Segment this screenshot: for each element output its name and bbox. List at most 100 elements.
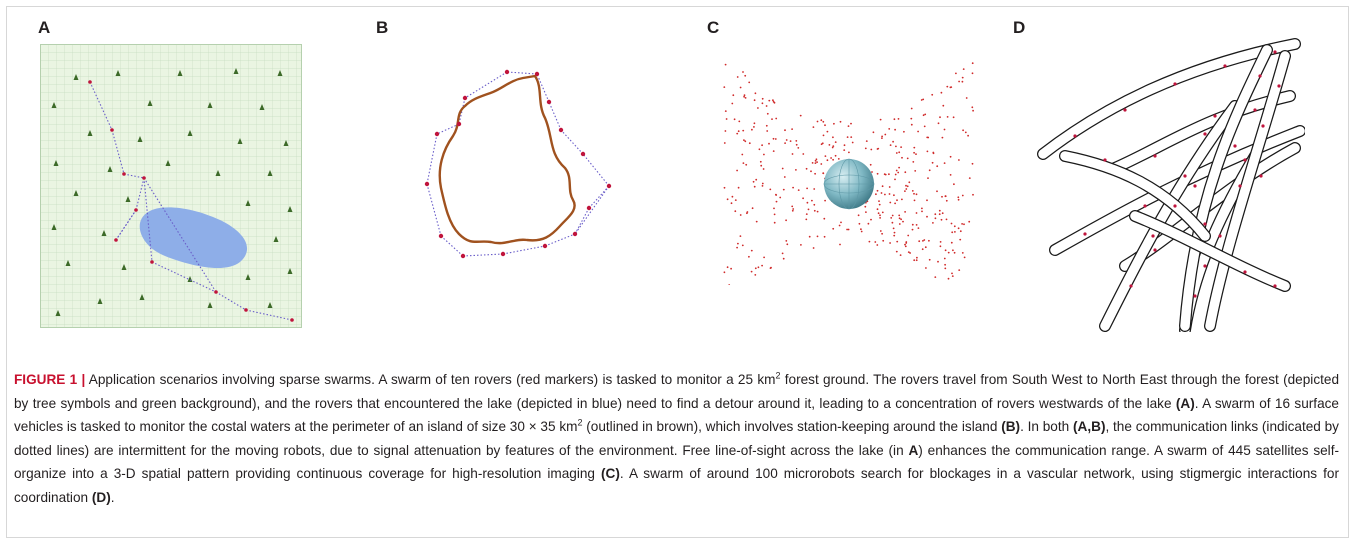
satellite-dot: [811, 162, 814, 164]
satellite-dot: [893, 118, 896, 121]
satellite-dot: [865, 140, 868, 142]
tree-icon: [215, 170, 221, 176]
satellite-dot: [731, 102, 734, 105]
satellite-dot: [816, 120, 819, 123]
satellite-dot: [789, 140, 792, 142]
vehicle-marker: [500, 251, 506, 257]
satellite-dot: [847, 125, 850, 127]
satellite-dot: [785, 240, 788, 242]
satellite-dot: [921, 207, 923, 210]
satellite-dot: [730, 202, 733, 205]
satellite-dot: [971, 72, 974, 75]
satellite-dot: [754, 92, 757, 95]
satellite-dot: [773, 213, 776, 216]
satellite-dot: [959, 238, 962, 241]
satellite-dot: [881, 185, 884, 188]
satellite-dot: [750, 270, 753, 273]
tree-icon: [51, 224, 57, 230]
rover-marker: [244, 308, 248, 312]
satellite-dot: [763, 153, 765, 156]
satellite-dot: [958, 159, 960, 161]
satellite-dot: [946, 116, 949, 118]
satellite-dot: [742, 71, 744, 73]
satellite-dot: [928, 239, 930, 242]
figure-caption: FIGURE 1 | Application scenarios involvi…: [14, 370, 1340, 505]
satellite-dot: [723, 86, 726, 88]
satellite-dot: [751, 207, 754, 210]
panel-letter-a: A: [38, 18, 51, 37]
microrobot-marker: [1073, 134, 1077, 138]
vessel-lumen: [1038, 39, 1300, 159]
microrobot-marker: [1203, 132, 1207, 136]
satellites: [723, 62, 974, 285]
satellite-dot: [915, 212, 918, 214]
microrobot-marker: [1258, 74, 1262, 78]
satellite-dot: [743, 139, 745, 141]
satellite-dot: [951, 275, 954, 277]
link-line: [436, 123, 460, 135]
satellite-dot: [917, 130, 919, 133]
satellite-dot: [724, 110, 727, 112]
satellite-dot: [921, 248, 924, 251]
satellite-dot: [902, 220, 904, 223]
satellite-dot: [810, 170, 812, 173]
satellite-dot: [901, 198, 903, 201]
satellite-dot: [781, 252, 784, 255]
link-line: [548, 101, 562, 131]
link-line: [115, 209, 137, 241]
satellite-dot: [765, 124, 768, 127]
satellite-dot: [950, 241, 953, 244]
satellite-dot: [943, 128, 946, 131]
panel-b-island: [424, 69, 612, 259]
tree-icon: [283, 140, 289, 146]
microrobot-marker: [1253, 108, 1257, 112]
satellite-dot: [860, 230, 863, 233]
satellite-dot: [957, 198, 960, 201]
satellite-dot: [726, 198, 729, 201]
satellite-dot: [763, 256, 765, 259]
satellite-dot: [883, 173, 886, 176]
link-line: [574, 207, 590, 235]
satellite-dot: [934, 276, 937, 278]
satellite-dot: [772, 137, 775, 140]
satellite-dot: [962, 68, 965, 70]
vehicle-marker: [504, 69, 510, 75]
satellite-dot: [786, 243, 789, 246]
satellite-dot: [972, 193, 974, 196]
satellite-dot: [772, 99, 774, 102]
tree-icon: [73, 190, 79, 196]
satellite-dot: [892, 227, 895, 230]
satellite-dot: [823, 235, 826, 238]
satellite-dot: [961, 194, 964, 197]
satellite-dot: [890, 217, 893, 219]
satellite-dot: [783, 176, 786, 178]
satellite-dot: [774, 138, 777, 140]
microrobot-marker: [1193, 294, 1197, 298]
satellite-dot: [726, 266, 729, 269]
satellite-dot: [761, 144, 763, 147]
satellite-dot: [893, 234, 896, 237]
tree-icon: [267, 302, 273, 308]
satellite-dot: [894, 128, 896, 131]
microrobot-marker: [1218, 234, 1222, 238]
satellite-dot: [915, 259, 918, 262]
satellite-dot: [814, 162, 817, 164]
satellite-dot: [912, 161, 915, 163]
satellite-dot: [879, 217, 881, 219]
communication-links: [89, 81, 293, 321]
satellite-dot: [750, 249, 753, 252]
satellite-dot: [736, 76, 739, 78]
satellite-dot: [958, 80, 960, 83]
satellite-dot: [761, 97, 764, 100]
tree-icon: [245, 200, 251, 206]
tree-icon: [51, 102, 57, 108]
satellite-dot: [724, 130, 727, 132]
panel-d-vascular-network: [1037, 38, 1305, 332]
satellite-dot: [911, 223, 914, 226]
satellite-dot: [904, 243, 906, 246]
rover-marker: [134, 208, 138, 212]
link-line: [536, 73, 550, 103]
link-line: [143, 177, 153, 263]
microrobot-marker: [1153, 248, 1157, 252]
satellite-dot: [753, 185, 756, 188]
